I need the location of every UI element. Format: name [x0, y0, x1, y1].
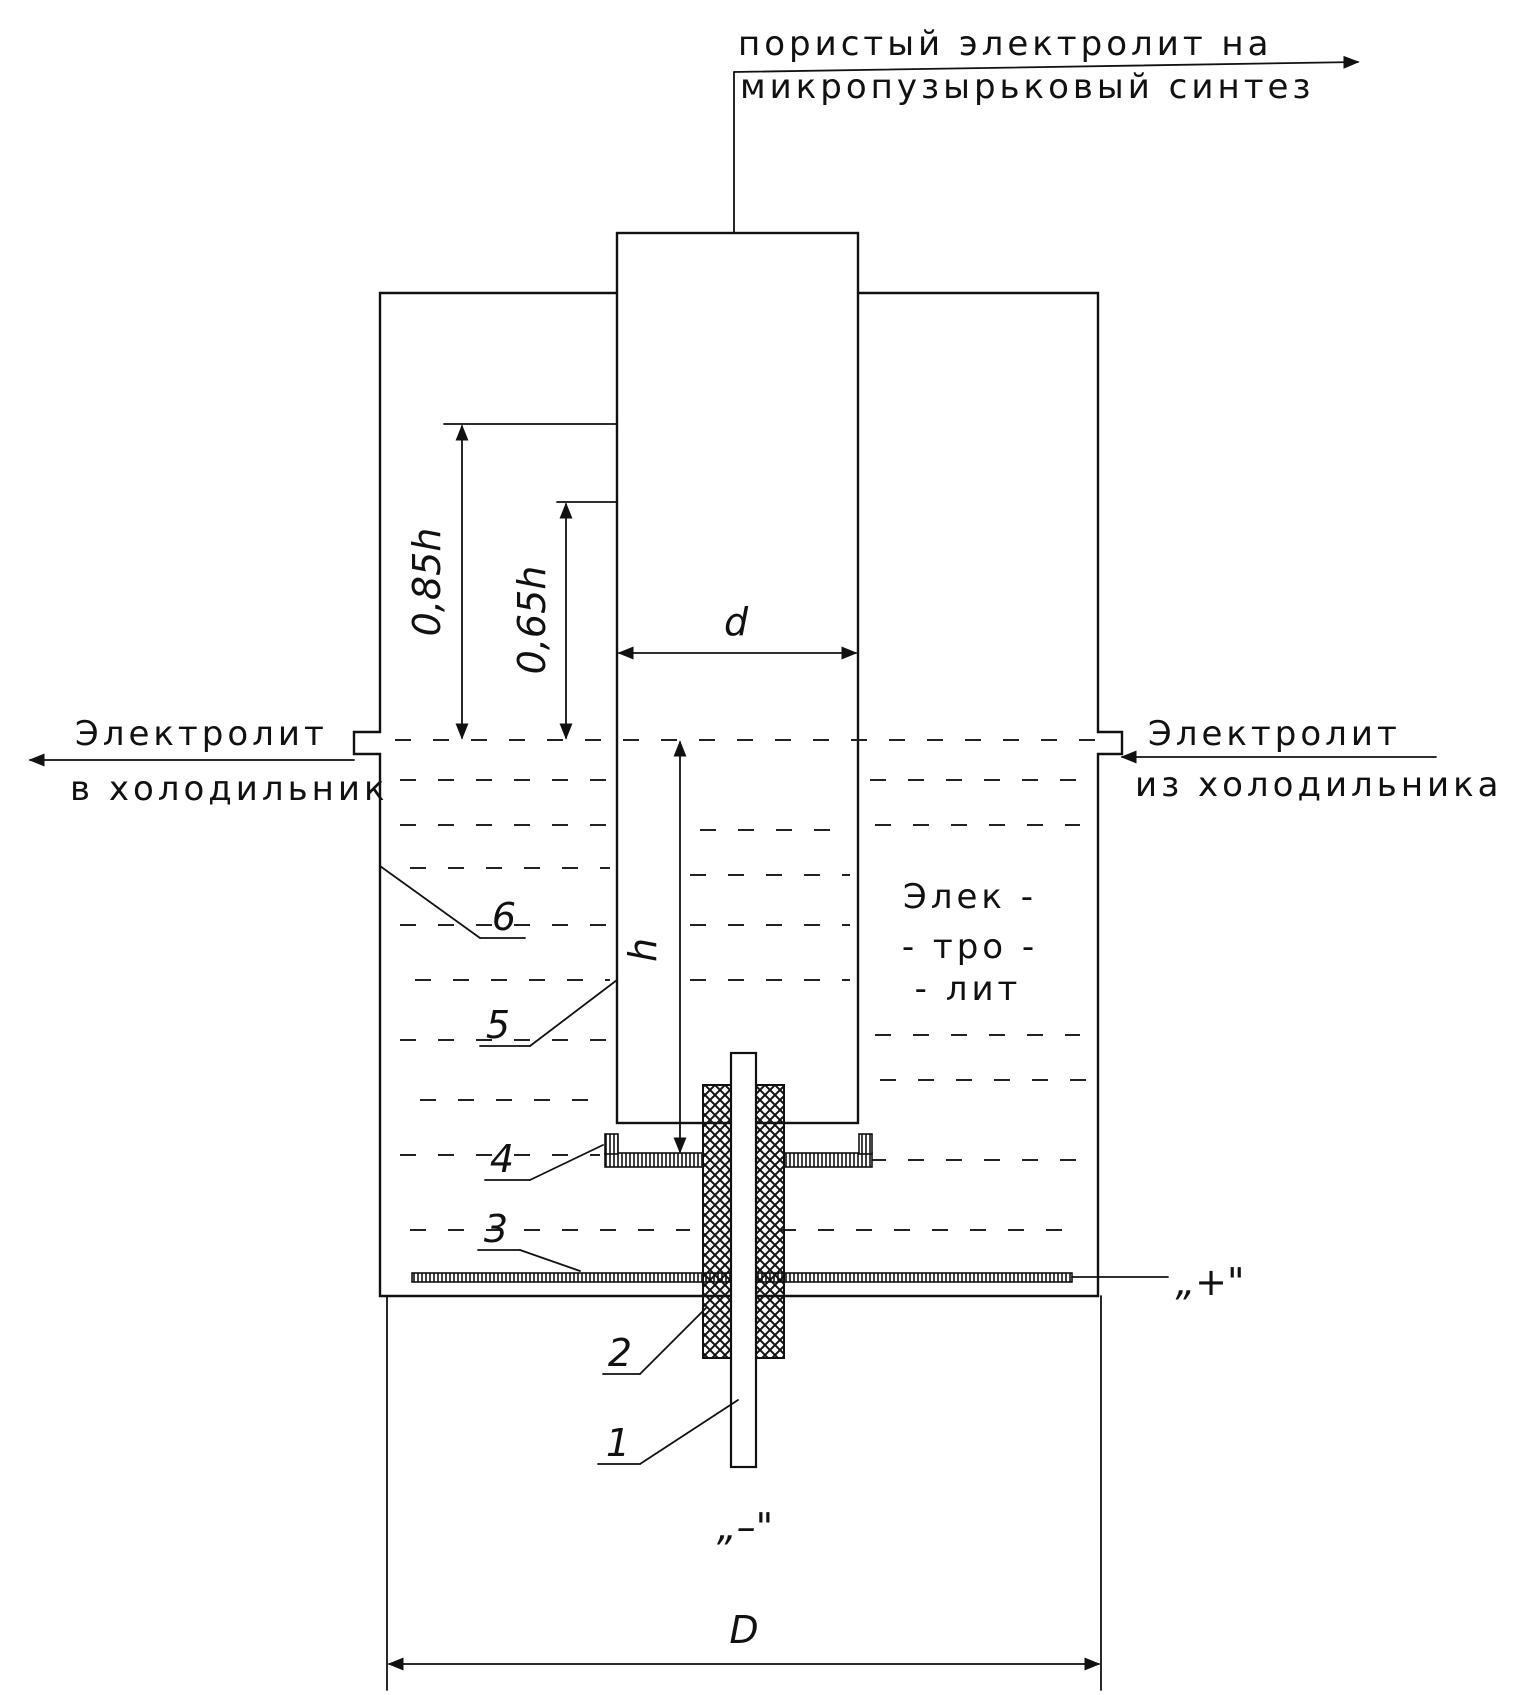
dim-D-label: D [729, 1608, 758, 1652]
electrolyte-fill [400, 779, 1090, 1231]
right-label-1: Электролит [1148, 714, 1401, 754]
electrolyte-label-3: - лит [915, 969, 1022, 1009]
central-rod [729, 1051, 758, 1469]
minus-label: „–" [717, 1505, 773, 1549]
svg-text:2: 2 [608, 1331, 632, 1375]
outlet-label-2: микропузырьковый синтез [740, 67, 1315, 107]
svg-text:3: 3 [484, 1207, 508, 1251]
electrolyte-label-1: Элек - [903, 877, 1037, 917]
svg-text:4: 4 [490, 1137, 514, 1181]
svg-text:6: 6 [492, 895, 516, 939]
leader-2: 2 [602, 1307, 707, 1375]
dim-h-label: h [621, 938, 665, 962]
plus-label: „+" [1175, 1260, 1244, 1304]
inner-cylinder [615, 231, 860, 1125]
left-label-2: в холодильник [70, 769, 389, 809]
cathode-rim-right [858, 1133, 873, 1155]
leader-1: 1 [597, 1399, 739, 1465]
dim-d-label: d [724, 600, 749, 644]
leader-6: 6 [379, 865, 526, 939]
electrolyte-label-2: - тро - [902, 927, 1038, 967]
dim-085h-label: 0,85h [405, 528, 449, 637]
right-label-2: из холодильника [1135, 765, 1503, 805]
leader-3: 3 [477, 1207, 581, 1272]
leader-4: 4 [484, 1137, 604, 1181]
outlet-label-1: пористый электролит на [738, 24, 1273, 64]
outlet-arrow [733, 55, 1360, 73]
dim-065h-label: 0,65h [510, 566, 554, 675]
leader-5: 5 [479, 979, 618, 1047]
svg-text:5: 5 [486, 1003, 510, 1047]
svg-text:1: 1 [606, 1421, 630, 1465]
cathode-disc-right [783, 1152, 873, 1168]
left-label-1: Электролит [75, 714, 328, 754]
cathode-disc-left [604, 1152, 704, 1168]
cathode-rim-left [604, 1133, 619, 1155]
